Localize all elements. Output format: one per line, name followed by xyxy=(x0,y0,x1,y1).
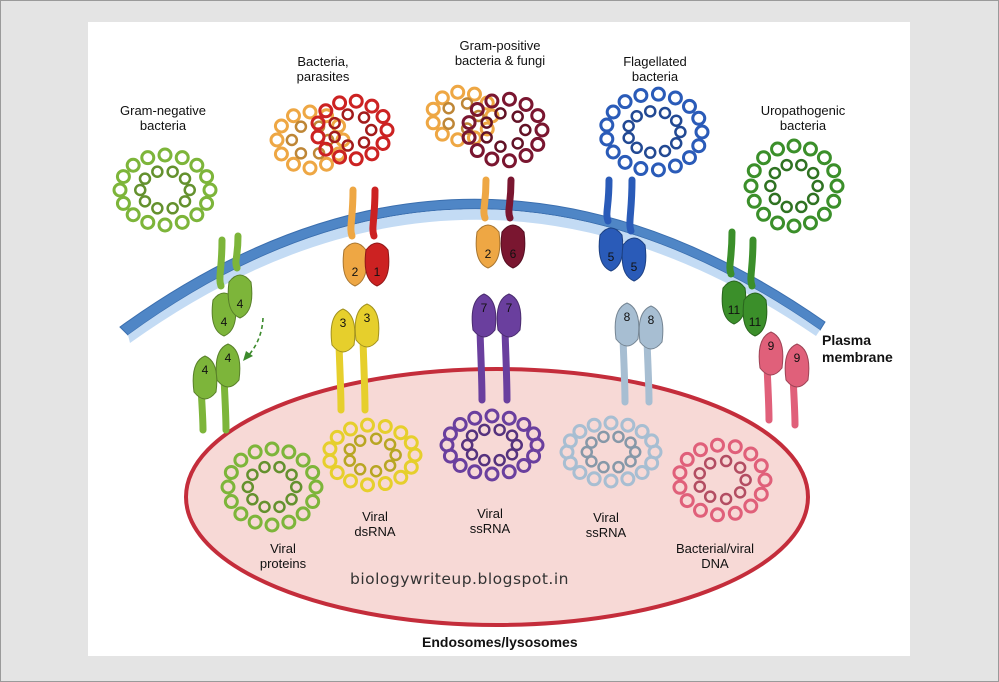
tlr2-tlr1-tir-domain-1 xyxy=(342,242,368,287)
tlr4-endosomal-ectodomain-1 xyxy=(220,441,324,533)
tlr2-tlr1-tir-domain-2 xyxy=(364,242,390,287)
tlr4-endosomal: 44 xyxy=(192,343,324,533)
tlr11-number-1: 11 xyxy=(728,303,741,317)
tlr2-tlr6-stalk-2 xyxy=(505,176,515,222)
tlr9-tir-domain-2 xyxy=(784,343,810,388)
tlr4-surface-tir-domain-2 xyxy=(227,274,253,319)
label-gram-negative: Gram-negative bacteria xyxy=(120,103,206,133)
tlr3-number-2: 3 xyxy=(364,311,371,325)
tlr3-tir-domain-2 xyxy=(354,303,380,348)
label-bacterial-viral-dna: Bacterial/viral DNA xyxy=(675,541,755,571)
tlr5-stalk-1 xyxy=(603,176,613,225)
tlr5-stalk-2 xyxy=(626,176,636,235)
tlr4-endosomal-number-1: 4 xyxy=(202,363,209,377)
tlr7-tir-domain-1 xyxy=(471,293,497,338)
tlr11-ectodomain-1 xyxy=(743,138,845,234)
tlr5-tir-domain-1 xyxy=(598,227,624,272)
watermark: biologywriteup.blogspot.in xyxy=(350,570,569,588)
label-gram-positive: Gram-positive bacteria & fungi xyxy=(454,38,546,68)
tlr8-number-1: 8 xyxy=(624,310,631,324)
tlr2-tlr1-stalk-2 xyxy=(369,186,379,240)
label-plasma-membrane: Plasma membrane xyxy=(822,332,893,365)
tlr9-ectodomain-1 xyxy=(672,437,773,523)
tlr2-tlr1-stalk-1 xyxy=(347,186,357,240)
arrowhead xyxy=(243,351,253,361)
tlr7-ectodomain-1 xyxy=(439,408,545,482)
tlr11: 11 11 xyxy=(721,138,845,337)
tlr9-number-2: 9 xyxy=(794,351,801,365)
tlr4-endosomal-tir-domain-1 xyxy=(192,355,218,400)
label-uropathogenic: Uropathogenic bacteria xyxy=(760,103,846,133)
tlr5-number-2: 5 xyxy=(631,260,638,274)
tlr8-number-2: 8 xyxy=(648,313,655,327)
tlr2-tlr6-tir-domain-2 xyxy=(500,224,526,269)
tlr2-tlr6-tir-domain-1 xyxy=(475,224,501,269)
tlr2-tlr6-number-2: 6 xyxy=(510,247,517,261)
label-bacteria-parasites: Bacteria, parasites xyxy=(296,54,350,84)
label-flagellated: Flagellated bacteria xyxy=(623,54,687,84)
plasma-membrane xyxy=(119,198,826,336)
tlr5-tir-domain-2 xyxy=(621,237,647,282)
tlr11-tir-domain-2 xyxy=(742,292,768,337)
tlr4-surface-number-2: 4 xyxy=(237,297,244,311)
tlr11-stalk-2 xyxy=(747,236,757,290)
label-viral-ssrna-2: Viral ssRNA xyxy=(585,510,627,540)
tlr4-surface: 44 xyxy=(112,147,253,337)
tlr4-surface-number-1: 4 xyxy=(221,315,228,329)
tlr2-tlr6-number-1: 2 xyxy=(485,247,492,261)
tlr4-surface-stalk-1 xyxy=(216,236,226,290)
label-viral-dsrna: Viral dsRNA xyxy=(354,509,396,539)
tlr2-tlr1-number-2: 1 xyxy=(374,265,381,279)
tlr7-number-2: 7 xyxy=(506,301,513,315)
plasma-membrane-inner xyxy=(128,209,820,343)
tlr7-tir-domain-2 xyxy=(496,293,522,338)
tlr5-ectodomain-1 xyxy=(599,86,710,178)
tlr2-tlr6-ectodomain-1 xyxy=(425,84,500,148)
tlr8-tir-domain-1 xyxy=(614,302,640,347)
tlr2-tlr1-number-1: 2 xyxy=(352,265,359,279)
tlr3-tir-domain-1 xyxy=(330,308,356,353)
tlr9-number-1: 9 xyxy=(768,339,775,353)
tlr3-number-1: 3 xyxy=(340,316,347,330)
internalization-arrow xyxy=(247,317,264,357)
label-viral-proteins: Viral proteins xyxy=(259,541,307,571)
tlr4-endosomal-tir-domain-2 xyxy=(215,343,241,388)
tlr3-ectodomain-1 xyxy=(322,417,423,493)
tlr9: 99 xyxy=(672,331,810,523)
tlr4-surface-ectodomain-1 xyxy=(112,147,218,233)
tlr9-tir-domain-1 xyxy=(758,331,784,376)
label-viral-ssrna-1: Viral ssRNA xyxy=(469,506,511,536)
tlr2-tlr6-stalk-1 xyxy=(480,176,490,222)
tlr4-endosomal-number-2: 4 xyxy=(225,351,232,365)
tlr8-tir-domain-2 xyxy=(638,305,664,350)
tlr5-number-1: 5 xyxy=(608,250,615,264)
tlr4-surface-stalk-2 xyxy=(232,232,242,272)
tlr5: 55 xyxy=(598,86,710,282)
tlr2-tlr6-ectodomain-2 xyxy=(461,91,550,169)
tlr8-ectodomain-1 xyxy=(559,415,663,489)
tlr7-number-1: 7 xyxy=(481,301,488,315)
label-endosomes: Endosomes/lysosomes xyxy=(422,634,578,650)
tlr11-number-2: 11 xyxy=(749,315,762,329)
tlr2-tlr1-ectodomain-2 xyxy=(310,93,395,167)
tlr11-stalk-1 xyxy=(726,228,736,278)
